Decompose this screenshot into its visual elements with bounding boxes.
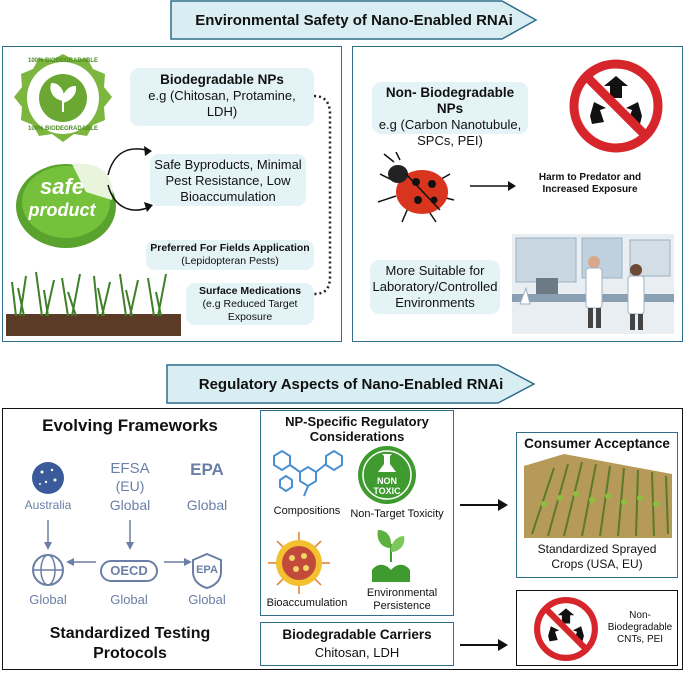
globe-logo-icon — [32, 554, 64, 586]
harm-text: Harm to Predator and Increased Exposure — [520, 172, 660, 196]
nonbio-examples-2: SPCs, PEI) — [417, 133, 483, 148]
crop-field-icon — [524, 454, 672, 538]
environmental-persistence-icon — [372, 530, 410, 582]
sticker-arrows — [107, 146, 153, 212]
badge-text-bottom: 100% BIODEGRADABLE — [28, 126, 99, 132]
preferred-title: Preferred For Fields Application — [150, 242, 310, 254]
product-text: product — [28, 200, 96, 220]
epa-shield-icon — [192, 552, 222, 590]
harm-line-2: Increased Exposure — [542, 184, 638, 195]
oecd-logo-icon — [100, 560, 158, 582]
molecule-compositions-icon — [273, 449, 343, 497]
banner-arrow-shape — [170, 0, 538, 40]
safe-byproducts-3: Bioaccumulation — [180, 189, 276, 204]
australia-label: Australia — [24, 498, 72, 512]
safe-text: safe — [39, 174, 85, 199]
nonbio-examples-1: e.g (Carbon Nanotubule, — [378, 117, 522, 132]
lab-suitable-bubble: More Suitable for Laboratory/Controlled … — [370, 260, 500, 314]
arrow-to-consumer — [460, 499, 508, 511]
non-target-toxicity-label: Non-Target Toxicity — [350, 508, 444, 520]
safe-byproducts-bubble: Safe Byproducts, Minimal Pest Resistance… — [150, 154, 306, 206]
compositions-label: Compositions — [273, 505, 341, 517]
crops-line-1: Standardized Sprayed — [537, 542, 657, 556]
preferred-fields-bubble: Preferred For Fields Application (Lepido… — [146, 240, 314, 270]
mid-banner-title: Regulatory Aspects of Nano-Enabled RNAi — [198, 375, 504, 393]
safe-byproducts-2: Pest Resistance, Low — [165, 173, 291, 188]
non-toxic-badge-icon — [358, 446, 416, 504]
non-toxic-line-2: TOXIC — [373, 486, 401, 496]
nonbio-title: Non- Biodegradable NPs — [385, 85, 515, 116]
global-left-label: Global — [29, 592, 67, 607]
nonbio-cnt-text: Non- Biodegradable CNTs, PEI — [604, 610, 676, 646]
crops-caption: Standardized Sprayed Crops (USA, EU) — [518, 542, 676, 572]
np-title-line-2: Considerations — [309, 429, 405, 444]
surface-sub-1: (e.g Reduced Target — [202, 298, 298, 310]
np-considerations-title: NP-Specific Regulatory Considerations — [262, 414, 452, 444]
logo-grid-arrows — [44, 520, 192, 566]
badge-text-top: 100% BIODEGRADABLE — [28, 58, 99, 64]
non-toxic-text: NON TOXIC — [356, 476, 418, 496]
epa-top-label: EPA — [190, 460, 224, 479]
mid-banner-arrow-shape — [166, 364, 536, 404]
top-banner: Environmental Safety of Nano-Enabled RNA… — [170, 0, 538, 40]
preferred-sub: (Lepidopteran Pests) — [181, 255, 279, 267]
regulatory-panel — [2, 408, 683, 670]
non-toxic-line-1: NON — [377, 476, 397, 486]
carriers-title: Biodegradable Carriers — [282, 627, 432, 642]
env-persist-line-2: Persistence — [373, 600, 431, 612]
biodegradable-carriers-box — [260, 622, 454, 666]
nanoparticle-bioaccumulation-icon — [268, 532, 330, 594]
nonbio-cnt-line-3: CNTs, PEI — [616, 634, 664, 645]
safe-product-sticker-icon — [16, 163, 116, 248]
environmental-persistence-label: Environmental Persistence — [352, 587, 452, 613]
oecd-global-label: Global — [110, 592, 148, 607]
no-recycle-icon — [569, 59, 663, 153]
epa-bottom-label: EPA — [196, 564, 218, 576]
top-banner-title: Environmental Safety of Nano-Enabled RNA… — [195, 11, 513, 29]
epa-top-global-label: Global — [186, 497, 228, 513]
crops-line-2: Crops (USA, EU) — [551, 557, 643, 571]
efsa-label: EFSA — [110, 460, 150, 477]
lab-line-1: More Suitable for — [385, 263, 485, 278]
eu-label: (EU) — [115, 478, 145, 494]
mid-banner: Regulatory Aspects of Nano-Enabled RNAi — [166, 364, 536, 404]
evolving-frameworks-title: Evolving Frameworks — [42, 416, 218, 435]
testing-protocols-title: Standardized Testing Protocols — [10, 624, 250, 664]
consumer-title: Consumer Acceptance — [524, 436, 670, 451]
surface-medications-bubble: Surface Medications (e.g Reduced Target … — [186, 283, 314, 325]
harm-line-1: Harm to Predator and — [538, 172, 642, 183]
lab-line-3: Environments — [395, 295, 475, 310]
grass-field-icon — [6, 271, 181, 336]
epa-bottom-global-label: Global — [188, 592, 226, 607]
surface-title: Surface Medications — [198, 285, 302, 297]
non-biodegradable-nps-bubble: Non- Biodegradable NPs e.g (Carbon Nanot… — [372, 82, 528, 148]
bio-examples-1: e.g (Chitosan, Protamine, — [148, 88, 296, 103]
testing-line-2: Protocols — [93, 645, 167, 662]
np-title-line-1: NP-Specific Regulatory — [285, 414, 429, 429]
env-persist-line-1: Environmental — [366, 587, 438, 599]
bio-examples-2: LDH) — [206, 104, 238, 119]
arrow-to-nonbio — [460, 639, 508, 651]
ladybug-icon — [377, 152, 455, 223]
surface-sub-2: Exposure — [227, 311, 273, 323]
testing-line-1: Standardized Testing — [49, 625, 211, 642]
bio-title: Biodegradable NPs — [160, 72, 284, 87]
bioaccumulation-label: Bioaccumulation — [266, 597, 348, 609]
biodegradable-badge-icon — [14, 54, 112, 142]
lab-line-2: Laboratory/Controlled — [372, 279, 498, 294]
australia-logo-icon — [32, 462, 64, 494]
efsa-global-label: Global — [109, 497, 151, 513]
carriers-sub: Chitosan, LDH — [314, 645, 400, 660]
safe-byproducts-1: Safe Byproducts, Minimal — [154, 157, 302, 172]
nonbio-cnt-line-1: Non- — [629, 610, 651, 621]
laboratory-scene-icon — [512, 234, 674, 334]
oecd-label: OECD — [110, 563, 148, 578]
biodegradable-nps-bubble: Biodegradable NPs e.g (Chitosan, Protami… — [130, 68, 314, 126]
no-recycle-small-icon — [534, 597, 598, 661]
nonbio-cnt-line-2: Biodegradable — [607, 622, 673, 633]
harm-arrow — [470, 181, 516, 191]
